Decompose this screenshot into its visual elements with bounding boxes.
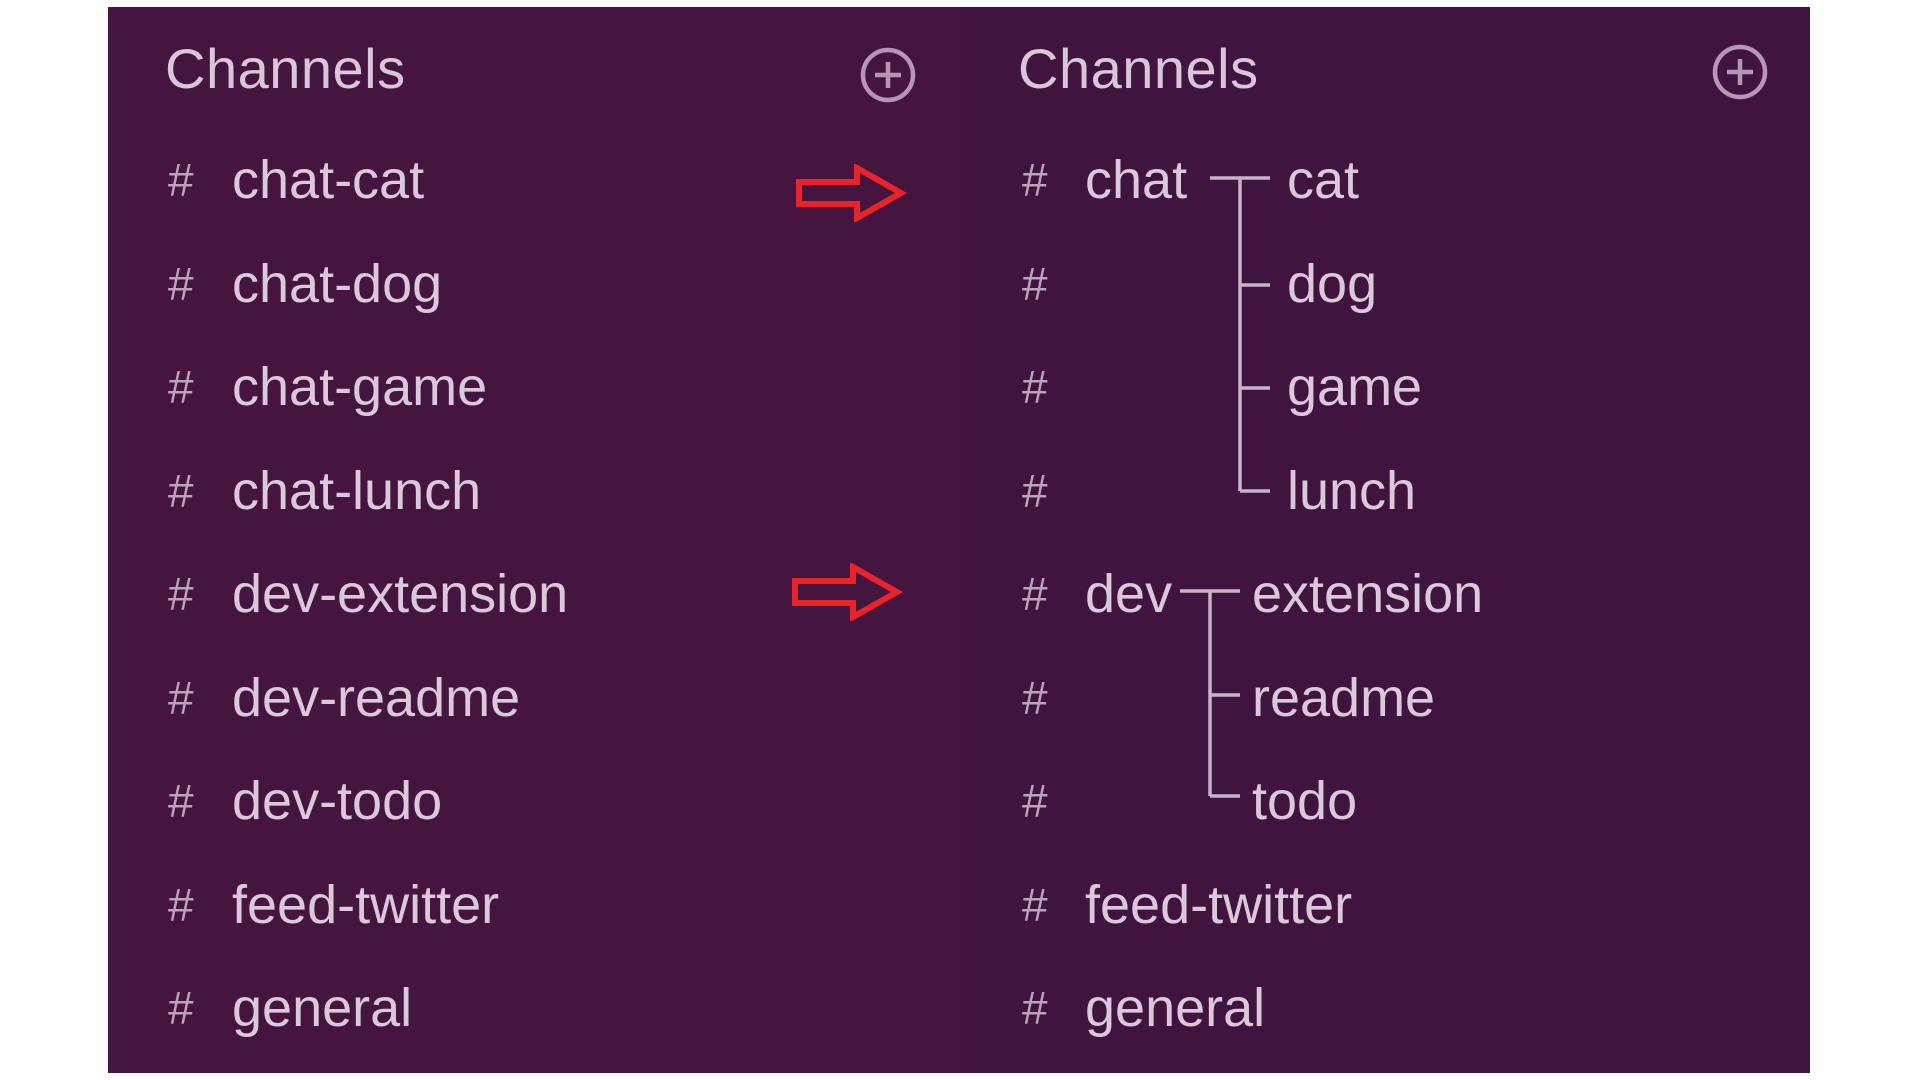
hash-icon: # <box>168 982 194 1034</box>
hash-icon: # <box>168 465 194 517</box>
hash-icon: # <box>168 672 194 724</box>
hash-icon: # <box>1022 361 1048 413</box>
child-channel-cat[interactable]: cat <box>1287 150 1360 210</box>
group-prefix: dev <box>1085 564 1173 624</box>
channel-sidebar-comparison: Channels # chat-cat # chat-dog # chat-ga… <box>108 7 1810 1073</box>
red-right-arrow-icon <box>796 164 907 222</box>
right-panel-grouped-channels: Channels # chat <box>960 7 1810 1073</box>
child-channel-lunch[interactable]: lunch <box>1287 461 1417 521</box>
channel-name: chat-lunch <box>232 461 482 521</box>
channels-header: Channels <box>165 37 406 100</box>
channel-name: chat-dog <box>232 254 443 314</box>
child-channel-readme[interactable]: readme <box>1252 668 1436 728</box>
channels-header: Channels <box>1018 37 1259 100</box>
left-panel-flat-channels: Channels # chat-cat # chat-dog # chat-ga… <box>108 7 960 1073</box>
hash-icon: # <box>1022 775 1048 827</box>
hash-icon: # <box>1022 154 1048 206</box>
hash-icon: # <box>1022 879 1048 931</box>
hash-icon: # <box>168 154 194 206</box>
channel-name: dev-readme <box>232 668 521 728</box>
hash-icon: # <box>1022 672 1048 724</box>
channel-name: chat-cat <box>232 150 425 210</box>
child-channel-extension[interactable]: extension <box>1252 564 1484 624</box>
hash-icon: # <box>168 568 194 620</box>
channel-name: general <box>232 978 413 1038</box>
child-channel-todo[interactable]: todo <box>1252 771 1358 831</box>
channel-name: general <box>1085 978 1266 1038</box>
add-channel-plus-circle-icon[interactable] <box>1710 42 1770 102</box>
channel-name: dev-extension <box>232 564 569 624</box>
hash-icon: # <box>168 879 194 931</box>
hash-icon: # <box>168 361 194 413</box>
channel-name: dev-todo <box>232 771 443 831</box>
hash-icon: # <box>1022 465 1048 517</box>
hash-icon: # <box>1022 568 1048 620</box>
hash-icon: # <box>1022 258 1048 310</box>
hash-icon: # <box>168 258 194 310</box>
channel-name: feed-twitter <box>1085 875 1353 935</box>
add-channel-plus-circle-icon[interactable] <box>858 45 918 105</box>
group-prefix: chat <box>1085 150 1188 210</box>
child-channel-game[interactable]: game <box>1287 357 1423 417</box>
child-channel-dog[interactable]: dog <box>1287 254 1378 314</box>
hash-icon: # <box>1022 982 1048 1034</box>
channel-name: chat-game <box>232 357 488 417</box>
hash-icon: # <box>168 775 194 827</box>
channel-name: feed-twitter <box>232 875 500 935</box>
red-right-arrow-icon <box>792 563 903 621</box>
